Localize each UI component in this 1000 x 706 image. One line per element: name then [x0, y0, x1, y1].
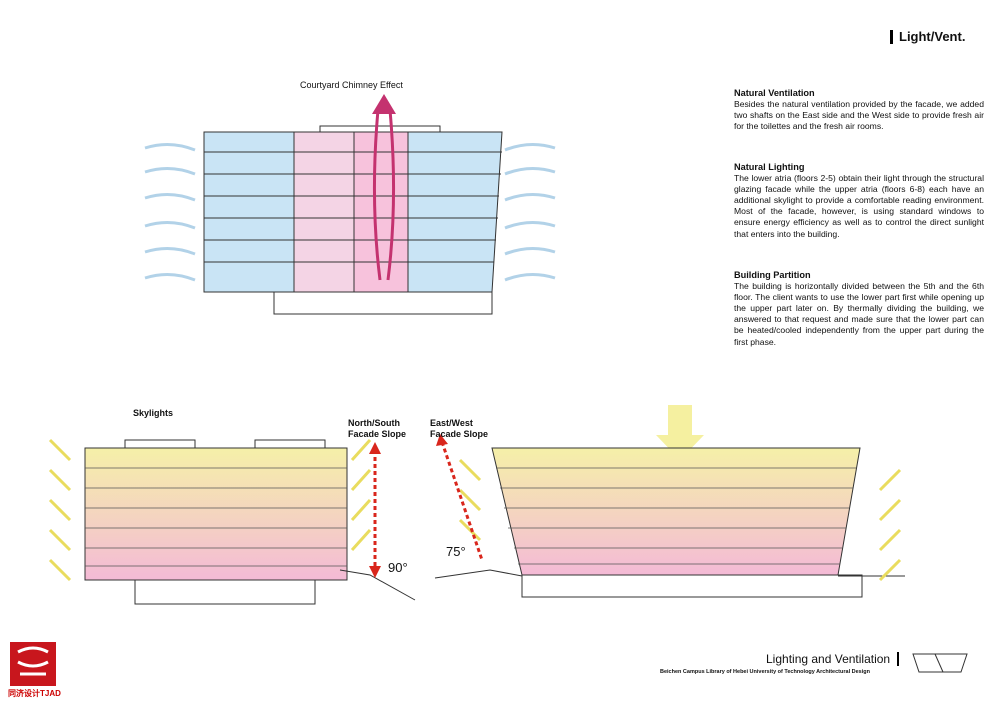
left-wing: [203, 131, 295, 293]
ns-building: [84, 447, 348, 581]
sun-arrows-right: [878, 468, 902, 582]
section-lighting: Natural Lighting The lower atria (floors…: [734, 162, 984, 240]
ns-slope-label: North/South Facade Slope: [348, 418, 407, 439]
logo-text: 同济设计TJAD: [8, 689, 61, 698]
section-ventilation: Natural Ventilation Besides the natural …: [734, 88, 984, 132]
section-partition: Building Partition The building is horiz…: [734, 270, 984, 348]
courtyard: [353, 131, 409, 293]
ground-slope: [339, 569, 416, 601]
skylight-right: [254, 439, 326, 449]
section-ew-drawing: [434, 405, 905, 598]
page-title: Light/Vent.: [890, 30, 965, 44]
right-wing: [407, 131, 503, 293]
sun-arrows-right: [350, 438, 372, 552]
ew-slope-arrow: [440, 441, 484, 561]
roof-top: [319, 125, 441, 133]
footer-title: Lighting and Ventilation: [766, 652, 900, 666]
angle-75-label: 75°: [446, 544, 466, 559]
ew-basement: [521, 574, 863, 598]
core-left: [293, 131, 355, 293]
wind-arrows-left: [144, 143, 196, 282]
footer-building-icon: [912, 653, 968, 673]
section-heading: Natural Lighting: [734, 162, 805, 172]
sun-arrows-left: [458, 458, 482, 542]
chimney-arrow-head: [372, 94, 396, 114]
footer-subtitle: Beichen Campus Library of Hebei Universi…: [660, 669, 870, 675]
ew-ground: [434, 569, 905, 579]
angle-90-label: 90°: [388, 560, 408, 575]
tjad-logo-icon: [10, 642, 56, 686]
skylight-left: [124, 439, 196, 449]
chimney-arrows: [372, 109, 396, 281]
sun-arrows-left: [48, 438, 72, 582]
section-body: Besides the natural ventilation provided…: [734, 99, 984, 132]
section-heading: Building Partition: [734, 270, 811, 280]
section-body: The building is horizontally divided bet…: [734, 281, 984, 347]
ew-slope-label: East/West Facade Slope: [430, 418, 489, 439]
ew-building: [491, 447, 861, 576]
section-ventilation-drawing: [144, 94, 556, 315]
section-body: The lower atria (floors 2-5) obtain thei…: [734, 173, 984, 239]
chimney-label: Courtyard Chimney Effect: [300, 80, 403, 90]
basement: [273, 291, 493, 315]
light-shaft: [668, 405, 692, 435]
ns-basement: [134, 579, 316, 605]
wind-arrows-right: [504, 143, 556, 282]
section-ns-drawing: [48, 438, 416, 605]
skylights-label: Skylights: [133, 408, 174, 418]
section-heading: Natural Ventilation: [734, 88, 815, 98]
